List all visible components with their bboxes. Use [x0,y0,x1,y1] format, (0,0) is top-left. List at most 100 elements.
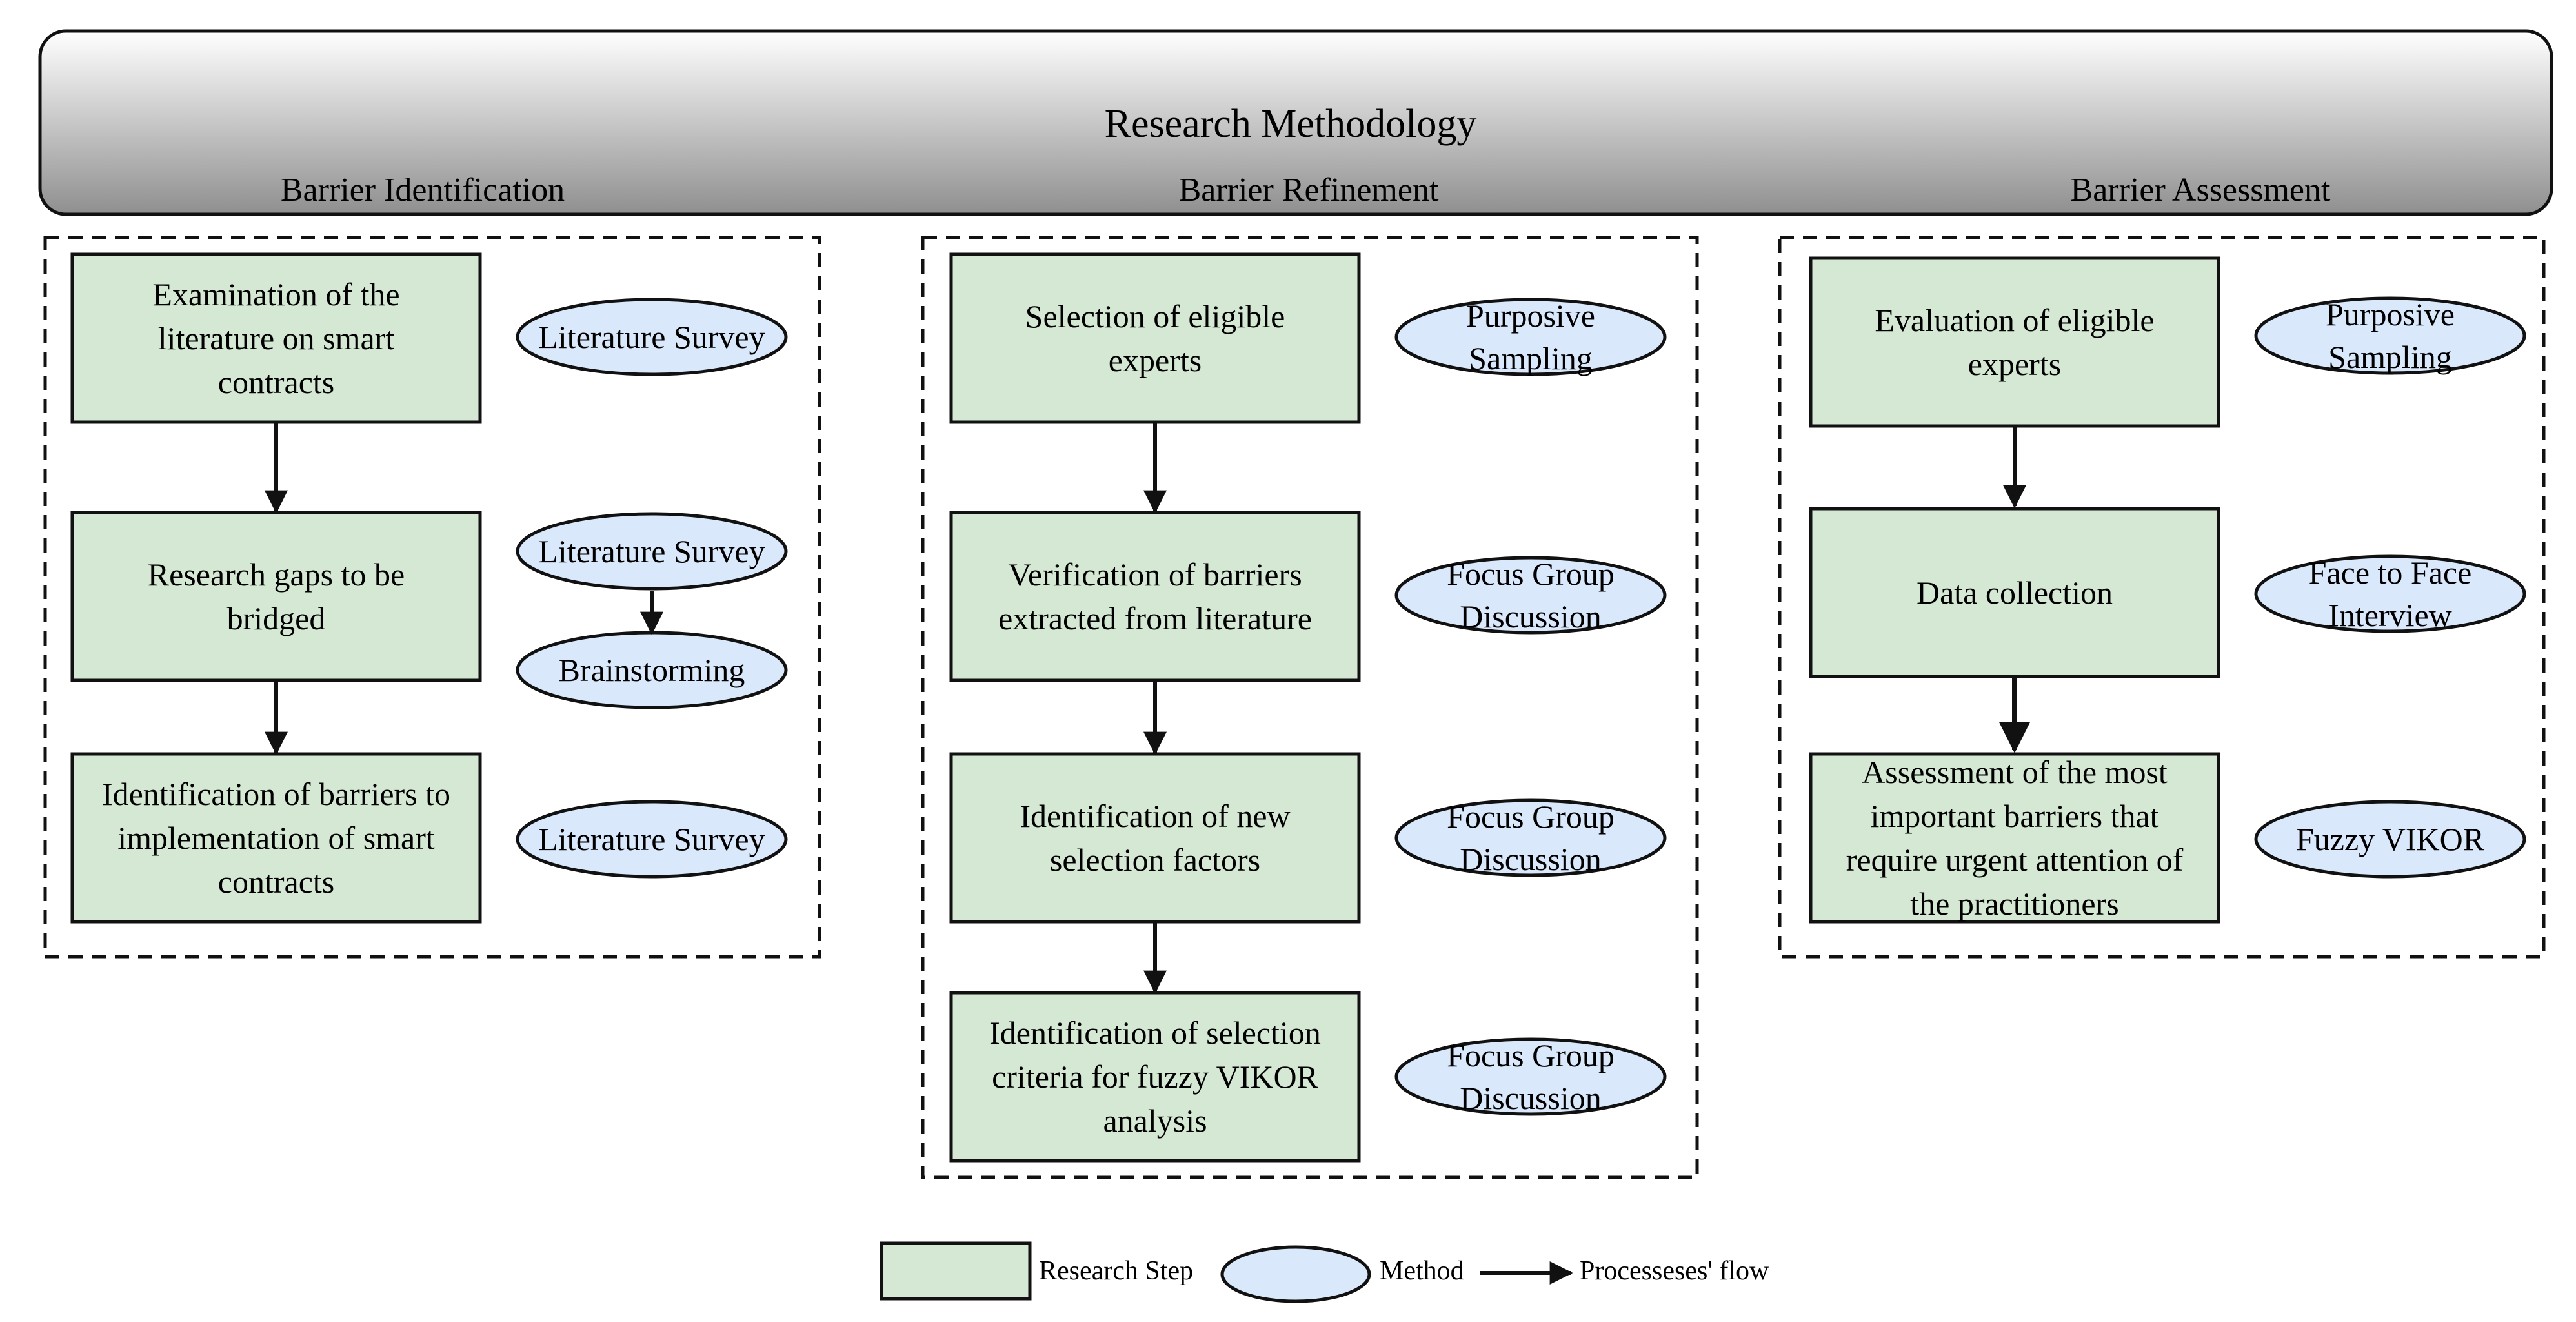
research-step-text: Identification of selection criteria for … [989,1015,1321,1139]
research-step-text: Research gaps to be bridged [148,556,405,636]
research-step-text-line: Data collection [1917,575,2113,611]
method-text-line: Sampling [2328,339,2452,375]
research-step-text-line: extracted from literature [998,600,1312,636]
method-text-line: Purposive [2326,296,2455,332]
research-step-text: Data collection [1917,575,2113,611]
research-step: Verification of barriers extracted from l… [949,511,1361,682]
research-step-text-line: Identification of selection [989,1015,1321,1051]
method-ellipse [1394,556,1667,635]
method-text-line: Literature Survey [538,319,765,355]
research-step-text-line: Evaluation of eligible [1875,302,2154,338]
method-text-line: Brainstorming [559,652,745,688]
legend-method-swatch [1220,1245,1371,1303]
method-text-line: Focus Group [1447,556,1615,592]
method-oval: Literature Survey [516,800,788,879]
research-step-text: Identification of new selection factors [1020,798,1290,878]
research-step-box [949,752,1361,924]
research-step-text-line: the practitioners [1910,886,2119,922]
method-oval: Fuzzy VIKOR [2254,800,2526,879]
method-text: Literature Survey [538,821,765,857]
legend-research-step-swatch [880,1241,1032,1301]
research-step-text-line: Verification of barriers [1008,556,1302,593]
column-title-refinement: Barrier Refinement [1179,172,1439,208]
research-step-text-line: bridged [227,600,326,636]
research-step-text-line: literature on smart [158,320,395,356]
research-step-text-line: Research gaps to be [148,556,405,593]
research-step-box [1809,752,2220,924]
column-title-assessment: Barrier Assessment [2071,172,2331,208]
research-step-text-line: require urgent attention of [1846,842,2184,878]
method-text-line: Focus Group [1447,1037,1615,1073]
research-step-text-line: Identification of barriers to [102,776,450,812]
method-ellipse [2254,554,2526,633]
method-ellipse [1394,798,1667,877]
legend: Research Step Method Processeses' flow [880,1241,1769,1303]
column-title-identification: Barrier Identification [281,172,565,208]
research-step: Identification of new selection factors [949,752,1361,924]
method-text-line: Discussion [1460,598,1601,635]
method-oval: Literature Survey [516,298,788,376]
method-text: Fuzzy VIKOR [2296,821,2485,857]
research-step-text-line: selection factors [1050,842,1260,878]
method-text-line: Face to Face [2309,554,2472,591]
research-step-box [70,252,482,424]
method-text: Brainstorming [559,652,745,688]
header-banner [38,29,2553,216]
column-container-refinement [921,236,1699,1179]
method-text-line: Purposive [1466,298,1595,334]
method-text-line: Focus Group [1447,798,1615,835]
method-ellipse [1394,298,1667,376]
method-text-line: Discussion [1460,1080,1601,1116]
method-text-line: Sampling [1469,340,1593,376]
method-ellipse [2254,800,2526,879]
research-step-text: Examination of the literature on smart con… [152,276,399,400]
research-step-text-line: implementation of smart [117,820,435,856]
method-oval: Brainstorming [516,631,788,709]
method-text: Literature Survey [538,533,765,569]
method-text: Literature Survey [538,319,765,355]
legend-flow-label: Processeses' flow [1580,1256,1769,1286]
method-text-line: Interview [2328,597,2452,633]
legend-research-step-label: Research Step [1039,1256,1193,1286]
research-step-text-line: analysis [1103,1103,1207,1139]
method-text-line: Literature Survey [538,533,765,569]
research-step-text: Verification of barriers extracted from l… [998,556,1312,636]
research-step: Data collection [1809,507,2220,678]
research-step-box [70,511,482,682]
research-step: Identification of selection criteria for … [949,991,1361,1163]
flow-arrows [265,422,2030,994]
research-step-text-line: Selection of eligible [1025,298,1285,334]
research-step-text-line: Examination of the [152,276,399,312]
method-ellipse [1394,1037,1667,1116]
method-oval: Literature Survey [516,512,788,591]
research-step-text-line: criteria for fuzzy VIKOR [992,1059,1318,1095]
research-step-text-line: contracts [218,364,334,400]
method-ellipse [516,512,788,591]
method-text-line: Discussion [1460,841,1601,877]
research-step-box [949,252,1361,424]
method-ellipse [516,298,788,376]
research-step-text-line: contracts [218,864,334,900]
research-step: Research gaps to be bridged [70,511,482,682]
research-step: Identification of barriers to implementat… [70,752,482,924]
column-container-identification [43,236,821,959]
method-ellipse [516,800,788,879]
research-step-text-line: Identification of new [1020,798,1290,834]
